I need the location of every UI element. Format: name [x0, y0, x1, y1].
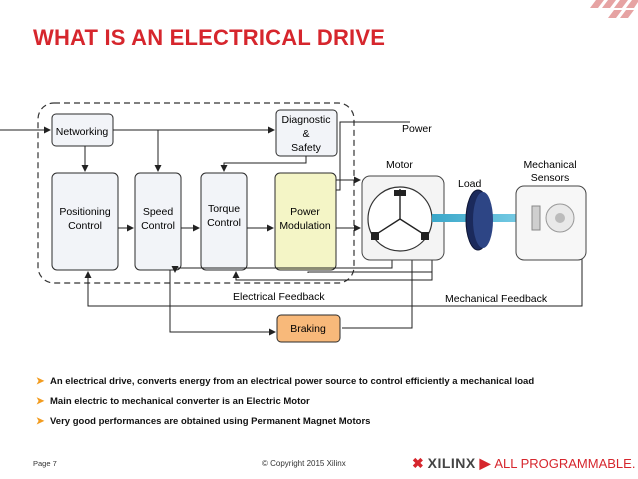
- positioning-label-2: Control: [68, 220, 102, 232]
- power-modulation-label-2: Modulation: [279, 220, 331, 232]
- motor-label: Motor: [386, 159, 413, 171]
- speed-block: [134, 172, 182, 271]
- corner-decoration: [590, 0, 638, 18]
- power-modulation-block: [274, 172, 337, 271]
- bullet-item: ➤Main electric to mechanical converter i…: [36, 396, 310, 407]
- mechanical-sensors-label-1: Mechanical: [523, 159, 576, 171]
- braking-block: [276, 314, 341, 343]
- logo-tagline: ALL PROGRAMMABLE.: [494, 456, 636, 471]
- speed-label-1: Speed: [143, 206, 174, 218]
- braking-label: Braking: [290, 323, 326, 335]
- chevron-icon: ▶: [479, 455, 491, 471]
- torque-label-2: Control: [207, 217, 241, 229]
- bullet-item: ➤An electrical drive, converts energy fr…: [36, 376, 535, 387]
- positioning-label-1: Positioning: [59, 206, 111, 218]
- load-label: Load: [458, 178, 482, 190]
- logo-brand: XILINX: [427, 455, 476, 471]
- torque-block: [200, 172, 248, 271]
- copyright: © Copyright 2015 Xilinx: [262, 459, 346, 468]
- mechanical-sensors-label-2: Sensors: [531, 172, 570, 184]
- torque-label-1: Torque: [208, 203, 240, 215]
- power-label: Power: [402, 123, 432, 135]
- arrow-bullet-icon: ➤: [36, 416, 45, 427]
- electrical-drive-diagram: Networking Diagnostic & Safety Positioni…: [0, 102, 587, 343]
- page-title: WHAT IS AN ELECTRICAL DRIVE: [33, 25, 386, 50]
- mechanical-feedback-label: Mechanical Feedback: [445, 293, 548, 305]
- diagnostic-label-3: Safety: [291, 142, 322, 154]
- bullet-item: ➤Very good performances are obtained usi…: [36, 416, 371, 427]
- electrical-feedback-label: Electrical Feedback: [233, 291, 325, 303]
- bullet-list: ➤An electrical drive, converts energy fr…: [36, 376, 534, 436]
- speed-label-2: Control: [141, 220, 175, 232]
- networking-label: Networking: [56, 126, 109, 138]
- diagnostic-label-2: &: [302, 128, 309, 140]
- positioning-block: [51, 172, 119, 271]
- xilinx-logo: ✖ XILINX ▶ ALL PROGRAMMABLE.: [412, 455, 635, 472]
- arrow-bullet-icon: ➤: [36, 396, 45, 407]
- power-modulation-label-1: Power: [290, 206, 320, 218]
- page-number: Page 7: [33, 459, 57, 468]
- diagnostic-label-1: Diagnostic: [281, 114, 330, 126]
- drive-enclosure: [37, 102, 355, 284]
- xilinx-x-icon: ✖: [412, 455, 424, 471]
- arrow-bullet-icon: ➤: [36, 376, 45, 387]
